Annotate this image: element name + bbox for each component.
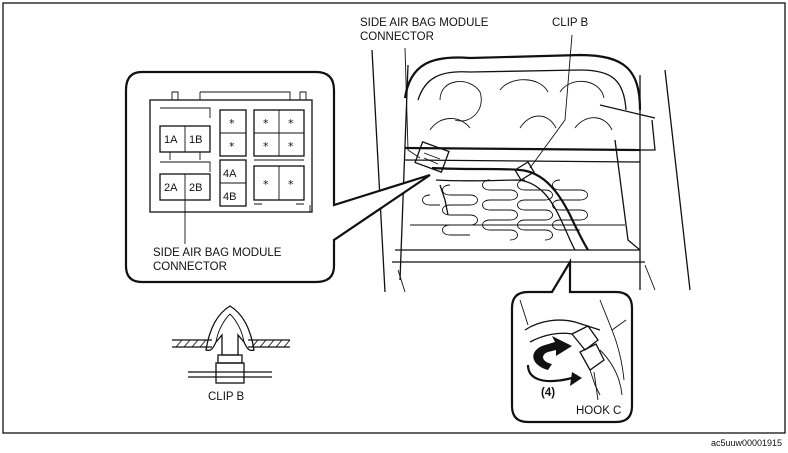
unused-pin-marker: * <box>229 117 235 130</box>
hook-c-label: HOOK C <box>576 405 621 417</box>
figure-frame <box>2 2 786 434</box>
clip-b-detail <box>172 305 291 384</box>
clip-b-label-bottom: CLIP B <box>208 391 245 403</box>
pin-1a-label: 1A <box>164 134 178 146</box>
leader-clip-b-top <box>529 34 573 169</box>
connector-face-diagram <box>149 91 313 213</box>
side-airbag-connector-label-top-line1: SIDE AIR BAG MODULE <box>360 17 489 29</box>
hook-callout-bubble <box>510 258 634 424</box>
unused-pin-marker: * <box>288 117 294 130</box>
side-airbag-connector-label-inset-line1: SIDE AIR BAG MODULE <box>153 247 282 259</box>
hook-c-detail <box>519 299 627 401</box>
side-airbag-connector-label-top-line2: CONNECTOR <box>360 31 434 43</box>
pin-2a-label: 2A <box>164 182 178 194</box>
connector-callout-bubble <box>124 70 431 284</box>
side-airbag-connector-label-inset-line2: CONNECTOR <box>153 261 227 273</box>
pin-2b-label: 2B <box>189 182 202 194</box>
unused-pin-marker: * <box>263 117 269 130</box>
unused-pin-marker: * <box>288 178 294 191</box>
unused-pin-marker: * <box>263 140 269 153</box>
unused-pin-marker: * <box>288 140 294 153</box>
figure-code: ac5uuw00001915 <box>711 438 782 448</box>
step-number-label: (4) <box>541 387 555 399</box>
seat-illustration <box>371 49 691 293</box>
leader-side-airbag-top <box>404 47 421 159</box>
unused-pin-marker: * <box>263 178 269 191</box>
unused-pin-marker: * <box>229 140 235 153</box>
pin-1b-label: 1B <box>189 134 202 146</box>
pin-4b-label: 4B <box>223 191 236 203</box>
pin-4a-label: 4A <box>223 168 237 180</box>
clip-b-label-top: CLIP B <box>552 17 589 29</box>
